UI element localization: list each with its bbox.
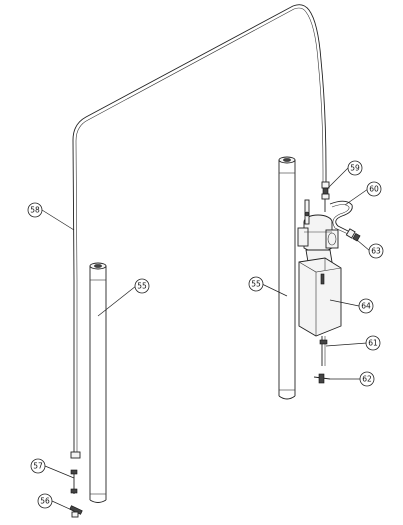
callout-56-label: 56 [40, 497, 50, 506]
callout-55-right-label: 55 [251, 280, 261, 289]
callout-55-left: 55 [134, 278, 150, 294]
callout-64: 64 [358, 298, 374, 314]
callout-59: 59 [347, 160, 363, 176]
callout-64-label: 64 [361, 302, 371, 311]
fitting-56 [69, 505, 83, 518]
callout-60-label: 60 [369, 185, 379, 194]
fitting-59 [321, 181, 330, 212]
suction-line-61 [319, 336, 328, 366]
fitting-63 [345, 228, 361, 242]
leader-lines [41, 167, 371, 512]
left-post-column [89, 262, 107, 503]
reservoir-tank-64 [298, 257, 342, 337]
callout-56: 56 [37, 493, 53, 509]
hose-60 [329, 200, 353, 235]
callout-55-left-label: 55 [137, 282, 147, 291]
callout-57: 57 [30, 458, 46, 474]
fitting-62 [313, 373, 331, 384]
callout-57-label: 57 [33, 462, 43, 471]
fitting-57 [70, 469, 78, 494]
right-post-column [278, 156, 296, 400]
callout-59-label: 59 [350, 164, 360, 173]
callout-61-label: 61 [368, 339, 378, 348]
callout-63: 63 [368, 243, 384, 259]
callout-61: 61 [365, 335, 381, 351]
overhead-hydraulic-line [70, 4, 327, 459]
callout-63-label: 63 [371, 247, 381, 256]
callout-62-label: 62 [362, 375, 372, 384]
callout-58: 58 [27, 202, 43, 218]
power-unit-motor [297, 199, 339, 263]
callout-55-right: 55 [248, 276, 264, 292]
callout-62: 62 [359, 371, 375, 387]
callout-60: 60 [366, 181, 382, 197]
callout-58-label: 58 [30, 206, 40, 215]
